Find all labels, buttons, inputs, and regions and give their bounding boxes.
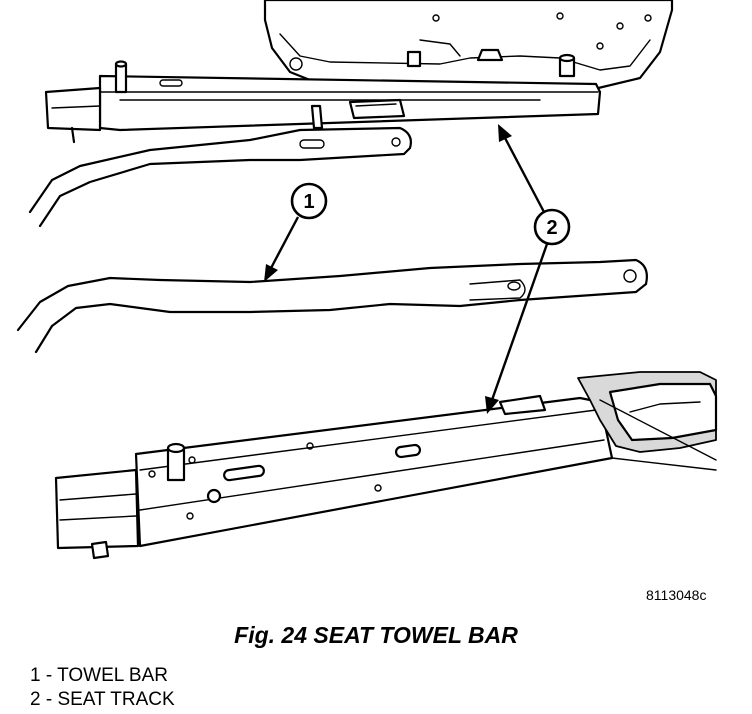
seat-frame (263, 0, 674, 92)
callout-1-circle (290, 182, 328, 220)
callout-2-leader-lower (490, 243, 549, 401)
callout-2-arrowhead-upper (498, 124, 512, 142)
legend-item-towel-bar: 1 - TOWEL BAR (30, 665, 168, 686)
legend-item-seat-track: 2 - SEAT TRACK (30, 689, 175, 710)
lower-seat-track (54, 371, 718, 560)
callout-1: 1 (264, 182, 328, 282)
callout-2-number: 2 (546, 217, 557, 239)
callout-1-arrowhead (264, 264, 278, 282)
upper-seat-track (44, 60, 602, 144)
seat-towel-bar-diagram: 1 2 (16, 0, 718, 560)
upper-towel-bar (28, 126, 412, 228)
callout-2: 2 (485, 124, 571, 414)
callout-2-circle (533, 208, 571, 246)
callout-2-leader-upper (503, 137, 546, 213)
callout-2-arrowhead-lower (485, 396, 499, 414)
figure-caption: Fig. 24 SEAT TOWEL BAR (234, 622, 518, 648)
legend: 1 - TOWEL BAR 2 - SEAT TRACK (30, 664, 175, 712)
towel-bar (16, 258, 648, 354)
figure-code: 8113048c (646, 587, 707, 603)
callout-1-leader (268, 216, 300, 271)
callout-1-number: 1 (303, 191, 314, 213)
